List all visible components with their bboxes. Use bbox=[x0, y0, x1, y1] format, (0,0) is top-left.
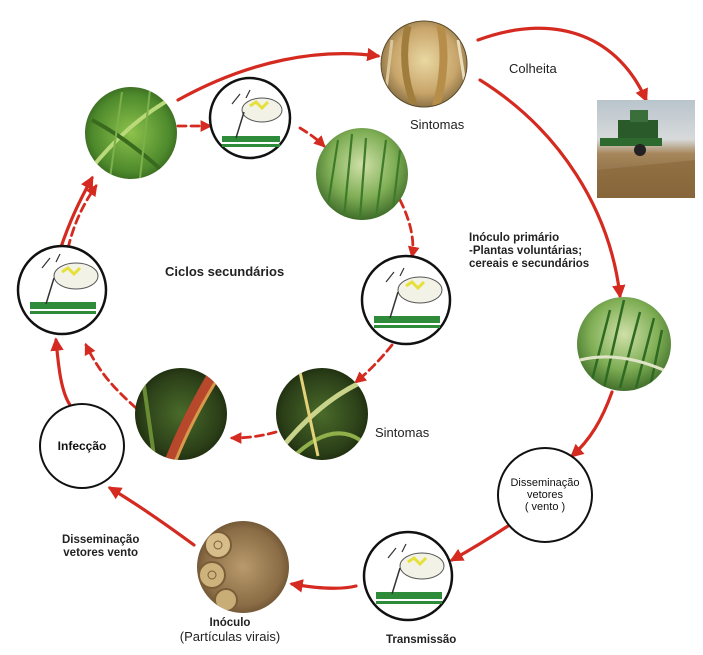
viral-particles-label: (Partículas virais) bbox=[179, 629, 281, 645]
arrow-transmission-to-inoculum bbox=[289, 579, 358, 593]
dissemination-wind-line2: vetores vento bbox=[63, 547, 139, 560]
primary-inoculum-line2: -Plantas voluntárias; bbox=[469, 245, 583, 258]
field-photo bbox=[316, 128, 408, 220]
primary-inoculum-line3: cereais e secundários bbox=[469, 258, 590, 271]
volunteer-plants-photo bbox=[577, 297, 671, 391]
arrow-top-to-harvest bbox=[476, 26, 648, 103]
vector-icon-left bbox=[16, 244, 108, 336]
arrow-volunteer-to-dissemination bbox=[569, 390, 614, 458]
inoculum-title: Inóculo bbox=[209, 617, 251, 629]
harvest-photo bbox=[597, 100, 695, 198]
symptoms-top-label: Sintomas bbox=[410, 117, 465, 132]
primary-inoculum-label: Inóculo primário -Plantas voluntárias; c… bbox=[469, 232, 589, 272]
arrow-left-to-top bbox=[176, 47, 381, 102]
straw-residue-photo bbox=[197, 521, 289, 613]
harvest-label: Colheita bbox=[509, 61, 557, 76]
symptoms-mid-label: Sintomas bbox=[375, 425, 430, 440]
dissemination-line3: ( vento ) bbox=[524, 501, 566, 513]
infection-node: Infecção bbox=[39, 403, 125, 489]
inoculum-label: Inóculo (Partículas virais) bbox=[160, 617, 300, 645]
vector-icon-bottom bbox=[362, 530, 454, 622]
green-leaves-photo bbox=[85, 87, 177, 179]
arrow-top-to-volunteer bbox=[478, 78, 626, 299]
dissemination-line2: vetores bbox=[526, 489, 564, 501]
dissemination-node: Disseminação vetores ( vento ) bbox=[497, 447, 593, 543]
vector-icon-topcenter bbox=[208, 76, 292, 160]
secondary-cycle-arrows bbox=[66, 120, 420, 444]
dissemination-wind-label: Disseminação vetores vento bbox=[62, 534, 139, 560]
wheat-heads-photo bbox=[381, 21, 467, 107]
red-leaf-photo bbox=[135, 368, 227, 460]
infection-label: Infecção bbox=[57, 439, 107, 453]
arrow-dissemination-to-transmission bbox=[449, 520, 516, 562]
dissemination-wind-line1: Disseminação bbox=[62, 534, 140, 546]
vector-icon-right bbox=[360, 254, 452, 346]
primary-inoculum-title: Inóculo primário bbox=[469, 232, 560, 244]
arrow-inoculum-to-infection bbox=[107, 486, 196, 547]
arrow-vector-to-leaf bbox=[58, 175, 94, 252]
outer-cycle-arrows bbox=[50, 26, 648, 593]
transmission-label: Transmissão bbox=[386, 634, 457, 646]
symptom-leaves-photo bbox=[276, 368, 368, 460]
arrow-infection-to-vector bbox=[50, 337, 72, 407]
dissemination-line1: Disseminação bbox=[510, 477, 580, 489]
secondary-cycles-label: Ciclos secundários bbox=[165, 264, 285, 279]
